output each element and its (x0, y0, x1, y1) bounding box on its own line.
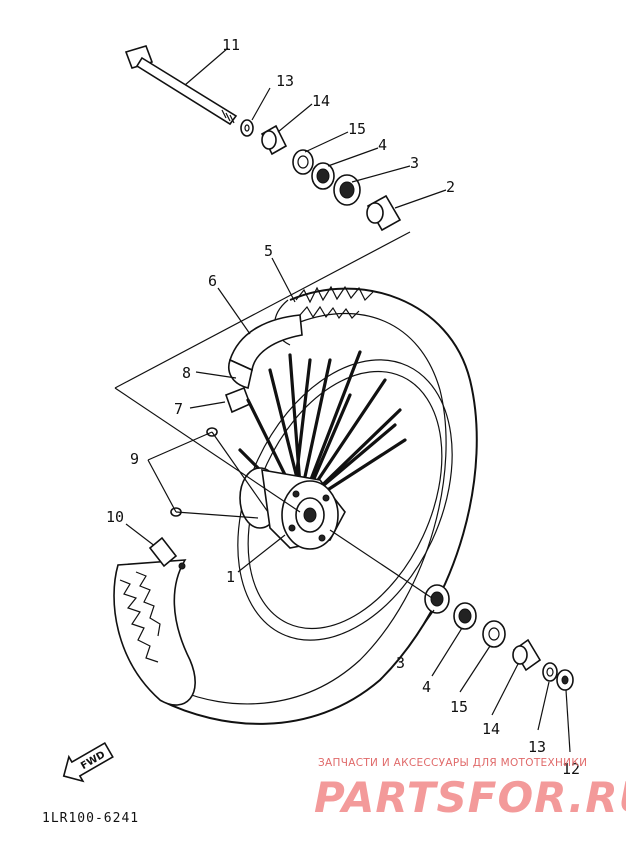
tire (113, 285, 478, 725)
callout-2: 2 (446, 178, 455, 196)
lower-axle-parts (424, 584, 574, 691)
tire-tread-top (295, 285, 374, 320)
callout-15-lower: 15 (450, 698, 468, 716)
callout-3-lower: 3 (396, 654, 405, 672)
callout-15-upper: 15 (348, 120, 366, 138)
callout-7: 7 (174, 400, 183, 418)
forward-direction-arrow: FWD (62, 741, 114, 783)
watermark-brand: PARTSFOR.RU (314, 773, 626, 822)
upper-axle-parts (240, 119, 402, 232)
callout-6: 6 (208, 272, 217, 290)
callout-3-upper: 3 (410, 154, 419, 172)
callout-14-upper: 14 (312, 92, 330, 110)
watermark-tagline: ЗАПЧАСТИ И АКСЕССУАРЫ ДЛЯ МОТОТЕХНИКИ (318, 757, 587, 769)
rim-band (224, 314, 303, 414)
tire-tread-bottom (119, 571, 161, 663)
callout-4-upper: 4 (378, 136, 387, 154)
callout-11: 11 (222, 36, 240, 54)
callout-8: 8 (182, 364, 191, 382)
wheel-hub (239, 467, 346, 550)
callout-14-lower: 14 (482, 720, 500, 738)
callout-labels: 11 13 14 15 4 3 2 5 6 8 7 9 10 1 3 4 15 … (106, 36, 580, 778)
valve-cap (148, 536, 186, 570)
partsfor-watermark: ЗАПЧАСТИ И АКСЕССУАРЫ ДЛЯ МОТОТЕХНИКИ PA… (314, 757, 626, 822)
callout-13-upper: 13 (276, 72, 294, 90)
callout-5: 5 (264, 242, 273, 260)
callout-13-lower: 13 (528, 738, 546, 756)
diagram-code: 1LR100-6241 (42, 811, 139, 826)
callout-9: 9 (130, 450, 139, 468)
callout-1: 1 (226, 568, 235, 586)
callout-12: 12 (562, 760, 580, 778)
front-axle (124, 45, 238, 126)
callout-4-lower: 4 (422, 678, 431, 696)
callout-10: 10 (106, 508, 124, 526)
